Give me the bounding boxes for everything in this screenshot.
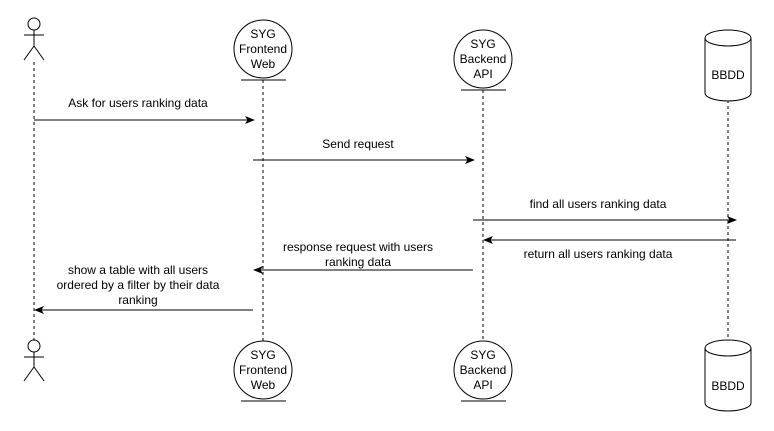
message-return-ranking: return all users ranking data bbox=[483, 236, 736, 261]
message-send-request: Send request bbox=[253, 137, 475, 164]
backend-label-top-3: API bbox=[473, 67, 492, 81]
backend-label-top-1: SYG bbox=[470, 37, 495, 51]
backend-entity-bottom: SYG Backend API bbox=[453, 340, 513, 402]
frontend-label-top-1: SYG bbox=[250, 27, 275, 41]
database-cylinder-top: BBDD bbox=[704, 29, 752, 102]
user-actor-bottom bbox=[23, 339, 45, 382]
database-label-top: BBDD bbox=[711, 68, 745, 82]
message-3-label: find all users ranking data bbox=[530, 197, 667, 211]
user-actor-top bbox=[23, 17, 45, 61]
backend-label-bottom-2: Backend bbox=[460, 363, 507, 377]
frontend-label-bottom-2: Frontend bbox=[239, 363, 287, 377]
message-1-label: Ask for users ranking data bbox=[68, 96, 208, 110]
message-ask-ranking: Ask for users ranking data bbox=[34, 96, 255, 124]
message-5-label-line-2: ranking data bbox=[325, 255, 391, 269]
message-6-label-line-1: show a table with all users bbox=[68, 263, 208, 277]
message-response-request: response request with users ranking data bbox=[253, 240, 473, 274]
message-5-label-line-1: response request with users bbox=[283, 240, 433, 254]
message-find-ranking: find all users ranking data bbox=[473, 197, 737, 224]
message-2-label: Send request bbox=[322, 137, 394, 151]
frontend-label-bottom-3: Web bbox=[251, 378, 276, 392]
message-6-label-line-2: ordered by a filter by their data bbox=[57, 278, 220, 292]
frontend-label-bottom-1: SYG bbox=[250, 348, 275, 362]
frontend-entity-bottom: SYG Frontend Web bbox=[233, 340, 293, 402]
frontend-label-top-2: Frontend bbox=[239, 42, 287, 56]
frontend-entity-top: SYG Frontend Web bbox=[233, 19, 293, 81]
backend-entity-top: SYG Backend API bbox=[453, 29, 513, 91]
frontend-label-top-3: Web bbox=[251, 57, 276, 71]
backend-label-bottom-3: API bbox=[473, 378, 492, 392]
database-cylinder-bottom: BBDD bbox=[704, 339, 752, 412]
message-4-label: return all users ranking data bbox=[524, 247, 673, 261]
database-label-bottom: BBDD bbox=[711, 379, 745, 393]
backend-label-top-2: Backend bbox=[460, 52, 507, 66]
message-show-table: show a table with all users ordered by a… bbox=[34, 263, 253, 314]
backend-label-bottom-1: SYG bbox=[470, 348, 495, 362]
message-6-label-line-3: ranking bbox=[118, 293, 157, 307]
